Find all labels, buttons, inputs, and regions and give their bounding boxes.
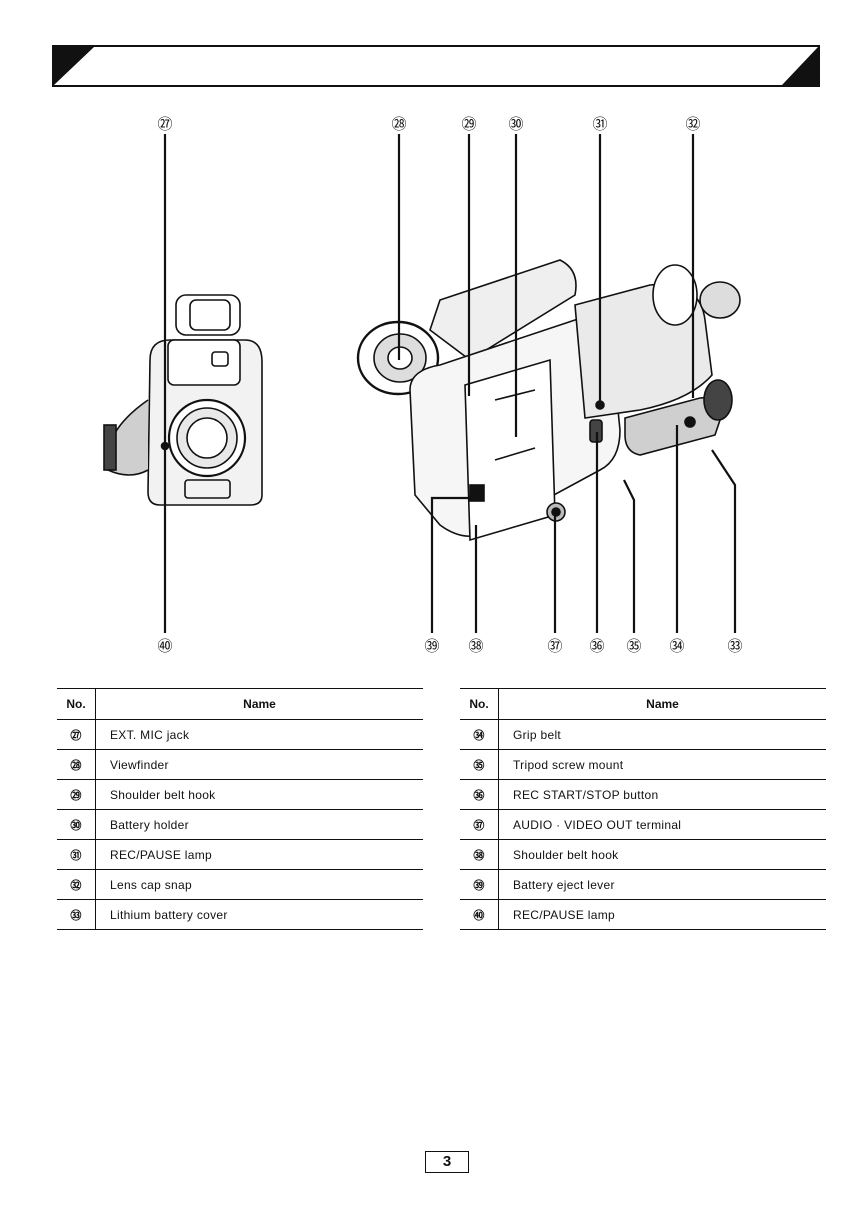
part-number: ㉗ xyxy=(57,719,96,750)
part-number: ㊳ xyxy=(460,839,499,870)
part-number: ㊱ xyxy=(460,779,499,810)
callout-top-label: ㉜ xyxy=(685,115,700,133)
part-name: Lens cap snap xyxy=(95,869,423,900)
callout-top-label: ㉙ xyxy=(461,115,476,133)
column-header-no: No. xyxy=(57,688,96,720)
callout-bottom-label: ㊳ xyxy=(468,637,483,655)
part-name: REC/PAUSE lamp xyxy=(498,899,826,930)
callout-bottom-label: ㊲ xyxy=(547,637,562,655)
callout-bottom-label: ㉞ xyxy=(669,637,684,655)
part-name: Lithium battery cover xyxy=(95,899,423,930)
part-name: REC START/STOP button xyxy=(498,779,826,810)
part-number: ㉞ xyxy=(460,719,499,750)
part-number: ㉘ xyxy=(57,749,96,780)
part-number: ㉝ xyxy=(57,899,96,930)
part-number: ㊲ xyxy=(460,809,499,840)
column-header-name: Name xyxy=(95,688,423,720)
part-number: ㉛ xyxy=(57,839,96,870)
part-name: REC/PAUSE lamp xyxy=(95,839,423,870)
leader-lines xyxy=(163,134,737,633)
part-number: ㉜ xyxy=(57,869,96,900)
part-number: ㊴ xyxy=(460,869,499,900)
left-corner-triangle xyxy=(54,47,94,85)
part-name: Battery holder xyxy=(95,809,423,840)
camcorder-illustration: ㉗ ㉘ ㉙ ㉚ ㉛ ㉜ ㊵ ㊴ ㊳ ㊲ ㊱ ㉟ ㉞ ㉝ xyxy=(103,115,743,655)
part-name: Viewfinder xyxy=(95,749,423,780)
part-name: Grip belt xyxy=(498,719,826,750)
part-number: ㊵ xyxy=(460,899,499,930)
header-triangles xyxy=(54,47,818,85)
callout-bottom-label: ㊵ xyxy=(157,637,172,655)
front-view-camcorder xyxy=(103,294,263,506)
callout-bottom-label: ㉝ xyxy=(727,637,742,655)
column-header-no: No. xyxy=(460,688,499,720)
part-number: ㉚ xyxy=(57,809,96,840)
callout-top-label: ㉚ xyxy=(508,115,523,133)
table-header-row: No. Name xyxy=(460,688,826,720)
part-name: AUDIO · VIDEO OUT terminal xyxy=(498,809,826,840)
part-name: Tripod screw mount xyxy=(498,749,826,780)
part-name: Shoulder belt hook xyxy=(498,839,826,870)
page-number: 3 xyxy=(425,1151,469,1173)
section-header-bar xyxy=(52,45,820,87)
part-number: ㉟ xyxy=(460,749,499,780)
callout-bottom-label: ㊱ xyxy=(589,637,604,655)
callout-top-label: ㉛ xyxy=(592,115,607,133)
part-name: EXT. MIC jack xyxy=(95,719,423,750)
callout-top-label: ㉗ xyxy=(157,115,172,133)
callout-bottom-label: ㊴ xyxy=(424,637,439,655)
part-name: Shoulder belt hook xyxy=(95,779,423,810)
right-corner-triangle xyxy=(782,47,818,85)
table-header-row: No. Name xyxy=(57,688,423,720)
part-number: ㉙ xyxy=(57,779,96,810)
part-name: Battery eject lever xyxy=(498,869,826,900)
callout-top-label: ㉘ xyxy=(391,115,406,133)
column-header-name: Name xyxy=(498,688,826,720)
callout-bottom-label: ㉟ xyxy=(626,637,641,655)
side-view-camcorder xyxy=(356,259,741,542)
